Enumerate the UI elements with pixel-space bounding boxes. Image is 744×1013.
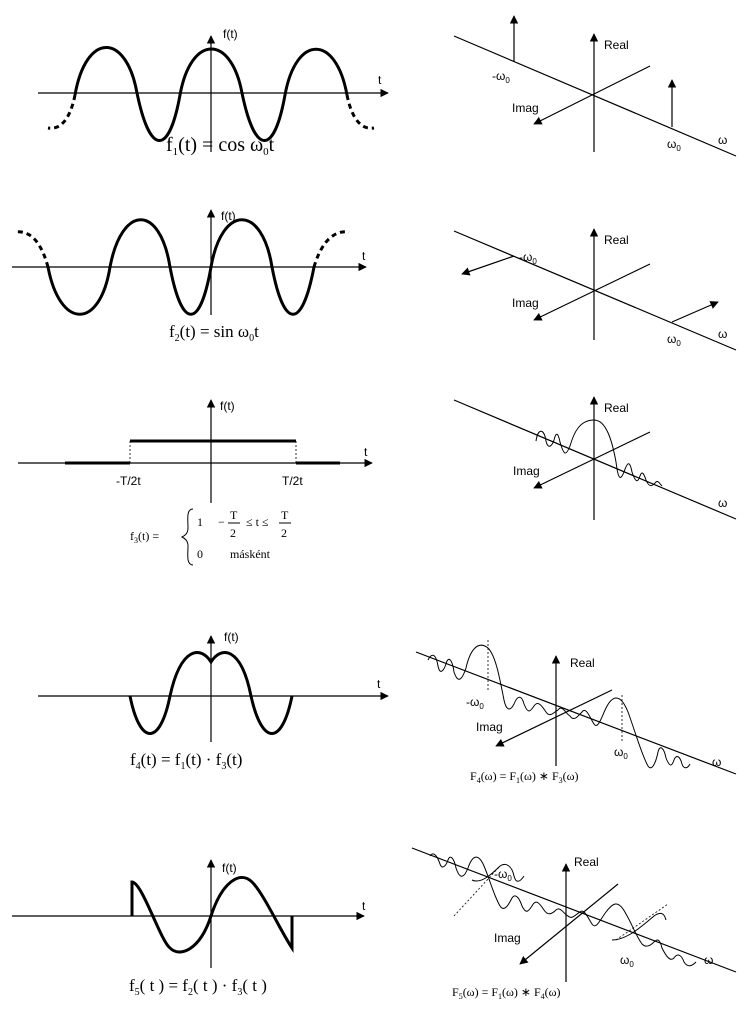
f-axis-label: f(t) xyxy=(223,27,238,41)
spectrum-right-lobe xyxy=(557,697,691,769)
svg-text:≤ t ≤: ≤ t ≤ xyxy=(246,515,269,529)
freq-plot-rect: Real Imag ω xyxy=(453,396,737,520)
brace xyxy=(180,508,194,566)
neg-T2-label: -T/2t xyxy=(116,474,141,488)
imag-label: Imag xyxy=(476,720,503,734)
spectrum-right-imag xyxy=(611,912,667,941)
f4-formula: f4(t) = f1(t) · f3(t) xyxy=(130,750,242,772)
cos-wave-left-dashed xyxy=(47,94,77,130)
spectrum-right-lobe xyxy=(555,903,697,967)
spectrum-left-lobe xyxy=(429,853,557,915)
t-axis-label: t xyxy=(362,899,366,913)
omega-axis xyxy=(411,847,737,973)
sin-wave xyxy=(46,218,316,316)
svg-text:F4(ω) = F1(ω) ∗ F3(ω): F4(ω) = F1(ω) ∗ F3(ω) xyxy=(470,769,579,785)
sinc-spectrum xyxy=(535,419,663,487)
omega-label: ω xyxy=(712,755,721,769)
omega-axis xyxy=(415,651,737,775)
f5-formula: f5( t ) = f2( t ) · f3( t ) xyxy=(129,976,267,998)
t-axis-label: t xyxy=(377,677,381,691)
time-plot-cos: f(t) t f1(t) = cos ω0t xyxy=(38,27,389,158)
real-label: Real xyxy=(604,38,629,52)
svg-text:1: 1 xyxy=(197,515,203,529)
freq-plot-f5: Real Imag ω -ω0 ω0 F5(ω) = F1(ω) ∗ F4(ω) xyxy=(411,847,737,1001)
f-axis-label: f(t) xyxy=(220,399,235,413)
real-label: Real xyxy=(574,855,599,869)
f3-formula: f3(t) = 1 − T 2 ≤ t ≤ T 2 0 másként xyxy=(130,508,291,566)
time-plot-f4: f(t) t f4(t) = f1(t) · f3(t) xyxy=(38,630,389,772)
omega-axis xyxy=(453,35,737,157)
impulse-pos xyxy=(671,301,719,323)
F4-formula: F4(ω) = F1(ω) ∗ F3(ω) xyxy=(470,769,579,785)
pos-T2-label: T/2t xyxy=(282,474,303,488)
neg-omega0-label: -ω0 xyxy=(519,250,537,266)
t-axis-label: t xyxy=(364,445,368,459)
real-label: Real xyxy=(604,401,629,415)
windowed-sin-wave xyxy=(130,876,294,954)
freq-plot-cos: Real Imag ω -ω0 ω0 xyxy=(453,15,737,157)
neg-omega0-label: -ω0 xyxy=(494,867,512,883)
imag-axis xyxy=(495,689,613,747)
sin-wave-left-dashed xyxy=(13,230,50,268)
svg-text:f1(t) = cos ω0t: f1(t) = cos ω0t xyxy=(166,134,275,158)
f-axis-label: f(t) xyxy=(224,630,239,644)
svg-text:−: − xyxy=(218,515,225,529)
omega-label: ω xyxy=(718,496,727,510)
svg-text:0: 0 xyxy=(197,547,203,561)
omega-label: ω xyxy=(718,327,727,341)
imag-axis xyxy=(533,263,651,321)
neg-omega0-label: -ω0 xyxy=(466,695,484,711)
svg-text:f4(t) = f1(t) · f3(t): f4(t) = f1(t) · f3(t) xyxy=(130,750,242,772)
f2-formula: f2(t) = sin ω0t xyxy=(169,322,259,344)
svg-text:T: T xyxy=(230,508,238,522)
neg-omega0-marker xyxy=(453,865,501,917)
svg-text:másként: másként xyxy=(230,547,271,561)
real-label: Real xyxy=(604,233,629,247)
t-axis-label: t xyxy=(378,73,382,87)
imag-label: Imag xyxy=(494,931,521,945)
sin-wave-right-dashed xyxy=(312,230,350,268)
omega-label: ω xyxy=(704,953,713,967)
time-plot-rect: f(t) t -T/2t T/2t f3(t) = 1 − T 2 ≤ t ≤ … xyxy=(18,399,373,566)
svg-text:f5( t ) = f2( t ) · f3( t ): f5( t ) = f2( t ) · f3( t ) xyxy=(129,976,267,998)
omega-label: ω xyxy=(718,133,727,147)
impulse-neg xyxy=(461,255,515,276)
freq-plot-f4: Real Imag ω -ω0 ω0 F4(ω) = F1(ω) ∗ F3(ω) xyxy=(415,640,737,785)
f1-formula: f1(t) = cos ω0t xyxy=(166,134,275,158)
t-axis-label: t xyxy=(362,249,366,263)
imag-label: Imag xyxy=(512,101,539,115)
imag-axis xyxy=(533,431,651,489)
time-plot-f5: f(t) t f5( t ) = f2( t ) · f3( t ) xyxy=(12,859,366,998)
svg-text:f3(t) =: f3(t) = xyxy=(130,529,159,545)
svg-text:T: T xyxy=(281,508,289,522)
windowed-cos-wave xyxy=(128,651,294,735)
omega0-label: ω0 xyxy=(667,137,681,153)
imag-label: Imag xyxy=(513,464,540,478)
omega0-label: ω0 xyxy=(614,745,628,761)
real-label: Real xyxy=(570,656,595,670)
omega0-label: ω0 xyxy=(667,332,681,348)
omega-axis xyxy=(453,399,737,520)
imag-axis xyxy=(519,883,619,965)
svg-text:F5(ω) = F1(ω) ∗ F4(ω): F5(ω) = F1(ω) ∗ F4(ω) xyxy=(452,985,561,1001)
svg-text:2: 2 xyxy=(230,526,236,540)
F5-formula: F5(ω) = F1(ω) ∗ F4(ω) xyxy=(452,985,561,1001)
spectrum-left-imag xyxy=(471,863,525,882)
freq-plot-sin: Real Imag ω -ω0 ω0 xyxy=(453,228,737,351)
svg-text:f2(t) = sin ω0t: f2(t) = sin ω0t xyxy=(169,322,259,344)
f-axis-label: f(t) xyxy=(222,861,237,875)
imag-label: Imag xyxy=(512,296,539,310)
neg-omega0-label: -ω0 xyxy=(492,69,510,85)
omega0-marker xyxy=(615,903,669,941)
svg-text:2: 2 xyxy=(281,526,287,540)
cos-wave xyxy=(73,46,349,142)
omega0-label: ω0 xyxy=(620,953,634,969)
cos-wave-right-dashed xyxy=(345,94,375,130)
imag-axis xyxy=(533,65,651,125)
spectrum-left-lobe xyxy=(427,644,559,716)
time-plot-sin: f(t) t f2(t) = sin ω0t xyxy=(12,209,367,344)
f-axis-label: f(t) xyxy=(221,209,236,223)
